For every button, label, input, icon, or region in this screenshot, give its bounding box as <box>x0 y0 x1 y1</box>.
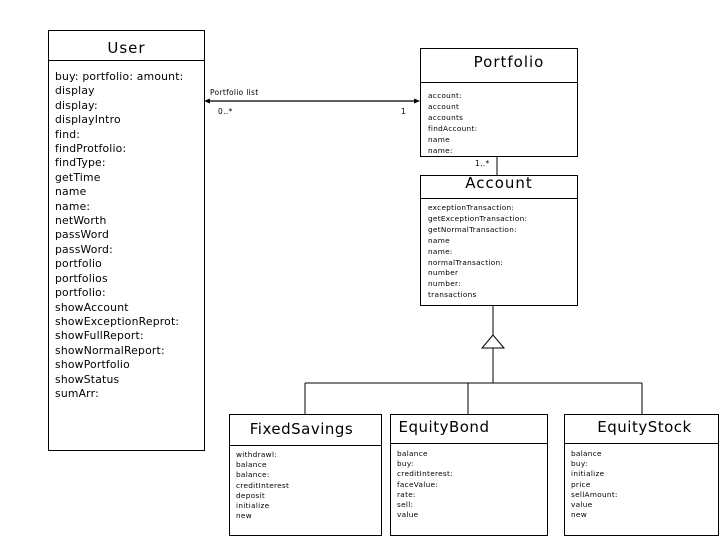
operation: name: <box>55 199 91 213</box>
class-equitybond[interactable]: EquityBond balance buy: creditInterest: … <box>390 414 548 536</box>
operation: deposit <box>236 490 266 500</box>
multiplicity-portfolio-end: 1 <box>401 107 407 116</box>
class-user[interactable]: User buy: portfolio: amount: display dis… <box>48 30 205 451</box>
operation: buy: portfolio: amount: <box>55 70 184 83</box>
class-account-name: Account <box>465 174 533 192</box>
operation: findType: <box>55 156 106 170</box>
operation: balance <box>397 449 428 458</box>
multiplicity-user-end: 0..* <box>218 107 233 116</box>
class-portfolio-operations: account: account accounts findAccount: n… <box>428 91 477 156</box>
operation: name <box>55 185 87 199</box>
multiplicity-account-end: 1..* <box>475 159 490 168</box>
class-account-operations: exceptionTransaction: getExceptionTransa… <box>428 203 527 301</box>
operation: account: <box>428 91 462 100</box>
operation: price <box>571 479 591 489</box>
operation: showFullReport: <box>55 329 144 343</box>
class-portfolio-name: Portfolio <box>473 53 545 71</box>
operation: getTime <box>55 170 101 184</box>
operation: creditInterest: <box>397 469 453 479</box>
operation: withdrawl: <box>236 450 278 459</box>
class-account[interactable]: Account exceptionTransaction: getExcepti… <box>420 174 578 306</box>
class-equitybond-name: EquityBond <box>398 418 490 436</box>
operation: new <box>571 510 587 520</box>
operation: showAccount <box>55 300 129 314</box>
operation: findAccount: <box>428 123 478 133</box>
operation: sell: <box>397 500 414 510</box>
class-account-divider <box>421 198 577 199</box>
operation: buy: <box>571 459 588 469</box>
class-fixedsavings[interactable]: FixedSavings withdrawl: balance balance:… <box>229 414 382 536</box>
operation: sumArr: <box>55 386 99 400</box>
operation: showNormalReport: <box>55 343 165 357</box>
operation: buy: <box>397 459 414 469</box>
operation: findProtfolio: <box>55 142 127 156</box>
operation: balance: <box>236 470 270 480</box>
operation: faceValue: <box>397 479 439 489</box>
operation: find: <box>55 127 81 141</box>
operation: number: <box>428 279 461 289</box>
operation: creditInterest <box>236 480 290 490</box>
operation: name <box>428 134 450 144</box>
operation: account <box>428 101 460 111</box>
operation: name <box>428 235 450 245</box>
class-user-operations: buy: portfolio: amount: display display:… <box>55 70 183 401</box>
operation: portfolio <box>55 257 102 271</box>
class-fixedsavings-name: FixedSavings <box>249 420 354 438</box>
class-equitystock-operations: balance buy: initialize price sellAmount… <box>571 449 618 520</box>
operation: getNormalTransaction: <box>428 224 517 234</box>
operation: rate: <box>397 489 416 499</box>
class-equitystock[interactable]: EquityStock balance buy: initialize pric… <box>564 414 719 536</box>
operation: display <box>55 84 95 98</box>
operation: displayIntro <box>55 113 121 127</box>
operation: name: <box>428 246 453 256</box>
operation: balance <box>236 460 267 470</box>
operation: initialize <box>571 469 605 479</box>
class-portfolio[interactable]: Portfolio account: account accounts find… <box>420 48 578 157</box>
class-equitystock-name: EquityStock <box>597 418 692 436</box>
operation: passWord: <box>55 242 113 256</box>
operation: balance <box>571 449 602 458</box>
operation: passWord <box>55 228 110 242</box>
operation: portfolios <box>55 271 108 285</box>
generalization-triangle <box>480 334 506 349</box>
operation: transactions <box>428 290 477 300</box>
operation: accounts <box>428 112 464 122</box>
class-portfolio-divider <box>421 82 577 83</box>
association-label-portfolio-list: Portfolio list <box>210 88 259 97</box>
operation: number <box>428 268 459 278</box>
operation: name: <box>428 145 453 155</box>
operation: value <box>571 500 593 510</box>
operation: showStatus <box>55 372 120 386</box>
class-user-divider <box>49 60 204 61</box>
operation: netWorth <box>55 214 107 228</box>
class-equitystock-divider <box>565 443 718 444</box>
operation: showExceptionReprot: <box>55 314 180 328</box>
class-equitybond-operations: balance buy: creditInterest: faceValue: … <box>397 449 453 520</box>
class-user-name: User <box>107 39 146 57</box>
operation: sellAmount: <box>571 489 618 499</box>
class-fixedsavings-operations: withdrawl: balance balance: creditIntere… <box>236 450 289 521</box>
operation: display: <box>55 98 98 112</box>
operation: new <box>236 511 252 521</box>
operation: getExceptionTransaction: <box>428 213 528 223</box>
class-fixedsavings-divider <box>230 445 381 446</box>
class-equitybond-divider <box>391 443 547 444</box>
operation: value <box>397 510 419 520</box>
operation: portfolio: <box>55 286 106 300</box>
operation: showPortfolio <box>55 358 130 372</box>
operation: normalTransaction: <box>428 257 504 267</box>
operation: initialize <box>236 501 270 511</box>
operation: exceptionTransaction: <box>428 203 515 212</box>
